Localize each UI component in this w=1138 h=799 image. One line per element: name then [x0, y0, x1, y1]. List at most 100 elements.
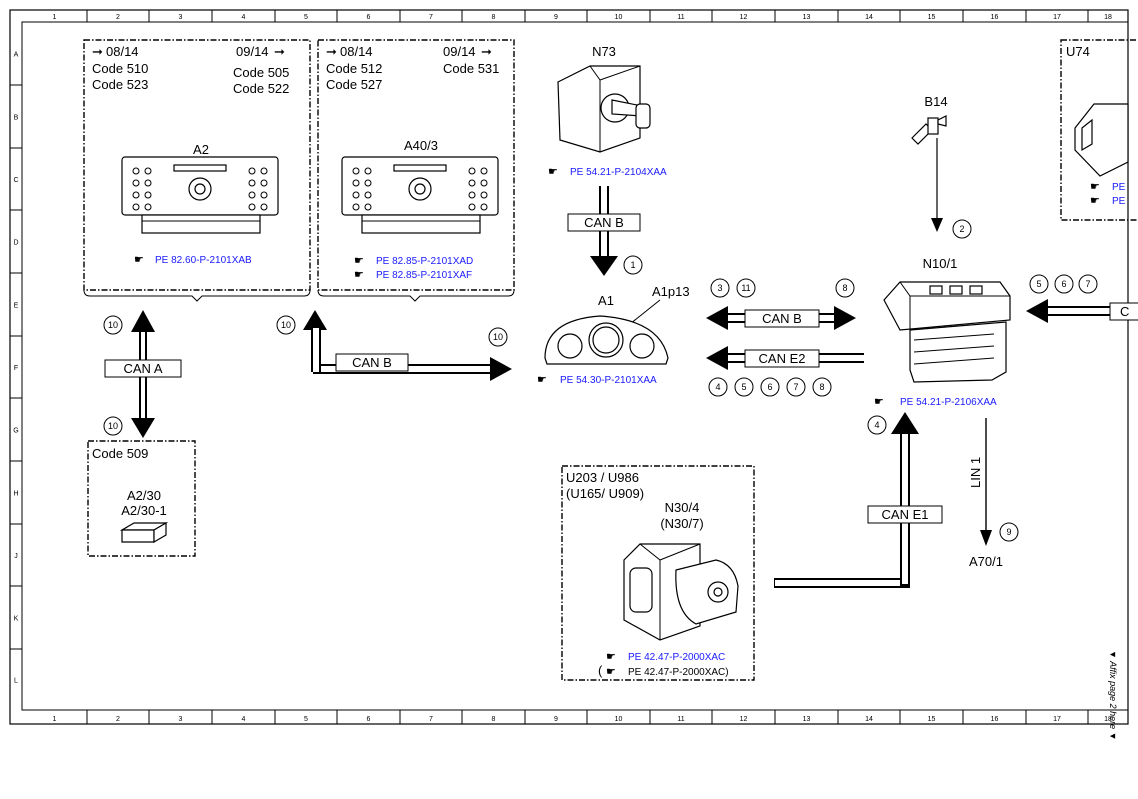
callout-number: 8	[842, 283, 847, 293]
hand-pointer-icon: ☛	[548, 166, 558, 178]
u74-label: U74	[1066, 44, 1090, 59]
g3-code: Code 509	[92, 446, 148, 461]
abs-esp-unit-icon	[623, 543, 739, 641]
row-tick-label: G	[13, 428, 18, 435]
bus-can-a: CAN A	[104, 310, 182, 438]
module-box-icon	[119, 521, 169, 544]
can-e2-label: CAN E2	[759, 351, 806, 366]
callout-number: 6	[767, 382, 772, 392]
callout-c-e2-3: 6	[760, 377, 780, 397]
u74-module-icon	[1074, 103, 1129, 177]
date-arrow-icon: ➞	[274, 44, 285, 59]
callout-number: 10	[108, 421, 118, 431]
callout-c-a-bot: 10	[103, 416, 123, 436]
component-b14: B14	[911, 94, 948, 232]
callout-c-canb-3: 8	[835, 278, 855, 298]
callout-c-b-right: 10	[488, 327, 508, 347]
column-tick-label: 12	[740, 716, 748, 723]
hand-pointer-icon: ☛	[1090, 181, 1100, 193]
column-tick-label: 2	[116, 14, 120, 21]
g1-right-code-2: Code 522	[233, 81, 289, 96]
hand-pointer-icon: ☛	[606, 666, 616, 678]
a1-label: A1	[598, 293, 614, 308]
g1-left-code-2: Code 523	[92, 77, 148, 92]
callout-number: 7	[1085, 279, 1090, 289]
a70-1-label: A70/1	[969, 554, 1003, 569]
callout-c-lin: 9	[999, 522, 1019, 542]
callout-number: 7	[793, 382, 798, 392]
can-e1-label: CAN E1	[882, 507, 929, 522]
column-tick-label: 10	[615, 716, 623, 723]
can-b-n73-label: CAN B	[584, 215, 624, 230]
u74-ref-2: PE	[1112, 196, 1126, 207]
row-tick-label: B	[14, 115, 19, 122]
callout-c-n73: 1	[623, 255, 643, 275]
column-tick-label: 16	[991, 14, 999, 21]
row-tick-label: A	[14, 52, 19, 59]
component-n73: N73 ☛ PE 54.21-P-2104XAA CAN B	[548, 44, 667, 276]
column-tick-label: 11	[677, 14, 684, 21]
bus-can-e2: CAN E2	[706, 346, 864, 370]
callout-number: 8	[819, 382, 824, 392]
n10-1-ref: PE 54.21-P-2106XAA	[900, 397, 997, 408]
group-a40-3: ➞ 08/14 Code 512 Code 527 09/14 ➞ Code 5…	[317, 39, 515, 302]
a1p13-label: A1p13	[652, 284, 690, 299]
n30-4-label: N30/4	[665, 500, 700, 515]
row-tick-label: L	[14, 678, 18, 685]
column-tick-label: 9	[554, 14, 558, 21]
callout-c-canb-2: 11	[736, 278, 756, 298]
ignition-switch-icon	[557, 65, 651, 153]
column-tick-label: 2	[116, 716, 120, 723]
column-tick-label: 13	[803, 14, 811, 21]
g2-left-date: 08/14	[340, 44, 373, 59]
g2-right-date: 09/14	[443, 44, 476, 59]
row-tick-label: J	[14, 553, 18, 560]
callout-c-u74-3: 7	[1078, 274, 1098, 294]
column-tick-label: 10	[615, 14, 623, 21]
column-tick-label: 15	[928, 716, 936, 723]
affix-note: ▼ Affix page 2 here ▼	[1108, 650, 1118, 741]
a40-3-ref-1: PE 82.85-P-2101XAD	[376, 256, 473, 267]
callout-c-u74-1: 5	[1029, 274, 1049, 294]
group-u74: U74 ☛ PE ☛ PE C	[1026, 39, 1138, 323]
date-arrow-icon: ➞	[481, 44, 492, 59]
temperature-sensor-icon	[911, 115, 947, 145]
date-arrow-icon: ➞	[92, 44, 103, 59]
can-b-a40-label: CAN B	[352, 355, 392, 370]
u74-ref-1: PE	[1112, 182, 1126, 193]
column-tick-label: 5	[304, 14, 308, 21]
g2-left-code-1: Code 512	[326, 61, 382, 76]
column-tick-label: 15	[928, 14, 936, 21]
callout-c-b-left: 10	[276, 315, 296, 335]
callout-number: 1	[630, 260, 635, 270]
column-tick-label: 8	[492, 716, 496, 723]
column-tick-label: 3	[179, 716, 183, 723]
sam-control-unit-icon	[883, 281, 1011, 383]
a40-3-ref-2: PE 82.85-P-2101XAF	[376, 270, 472, 281]
callout-number: 2	[959, 224, 964, 234]
can-a-label: CAN A	[123, 361, 162, 376]
b14-label: B14	[924, 94, 947, 109]
radio-head-unit-icon	[341, 156, 499, 234]
row-tick-label: E	[14, 303, 19, 310]
callout-number: 5	[1036, 279, 1041, 289]
hand-pointer-icon: ☛	[537, 374, 547, 386]
g1-right-code-1: Code 505	[233, 65, 289, 80]
column-tick-label: 4	[242, 716, 246, 723]
hand-pointer-icon: ☛	[874, 396, 884, 408]
group-a2-30: Code 509 A2/30 A2/30-1	[87, 440, 196, 557]
row-tick-label: C	[13, 177, 18, 184]
row-tick-label: D	[13, 240, 18, 247]
column-tick-label: 7	[429, 14, 433, 21]
callout-c-e2-1: 4	[708, 377, 728, 397]
instrument-cluster-icon	[544, 315, 669, 365]
hand-pointer-icon: ☛	[354, 269, 364, 281]
n30-7-ref-prefix: (	[598, 663, 603, 678]
a2-30-1-label: A2/30-1	[121, 503, 167, 518]
column-tick-label: 8	[492, 14, 496, 21]
column-tick-label: 3	[179, 14, 183, 21]
